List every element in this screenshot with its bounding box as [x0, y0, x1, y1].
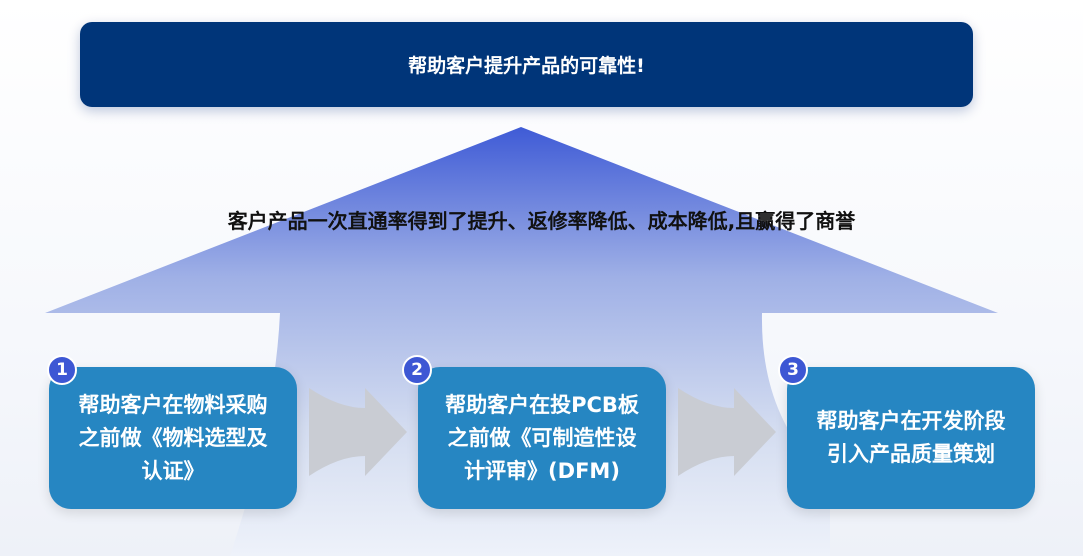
step-2-badge: 2: [402, 355, 432, 385]
step-1-box: 帮助客户在物料采购之前做《物料选型及认证》: [49, 367, 297, 509]
step-3-badge: 3: [778, 355, 808, 385]
banner-title: 帮助客户提升产品的可靠性!: [80, 22, 973, 107]
step-1-badge: 1: [47, 355, 77, 385]
arrow-right-icon: [309, 388, 407, 476]
summary-text: 客户产品一次直通率得到了提升、返修率降低、成本降低,且赢得了商誉: [227, 209, 856, 233]
step-2-box: 帮助客户在投PCB板之前做《可制造性设计评审》(DFM): [418, 367, 666, 509]
step-3-box: 帮助客户在开发阶段引入产品质量策划: [787, 367, 1035, 509]
arrow-right-icon: [678, 388, 776, 476]
